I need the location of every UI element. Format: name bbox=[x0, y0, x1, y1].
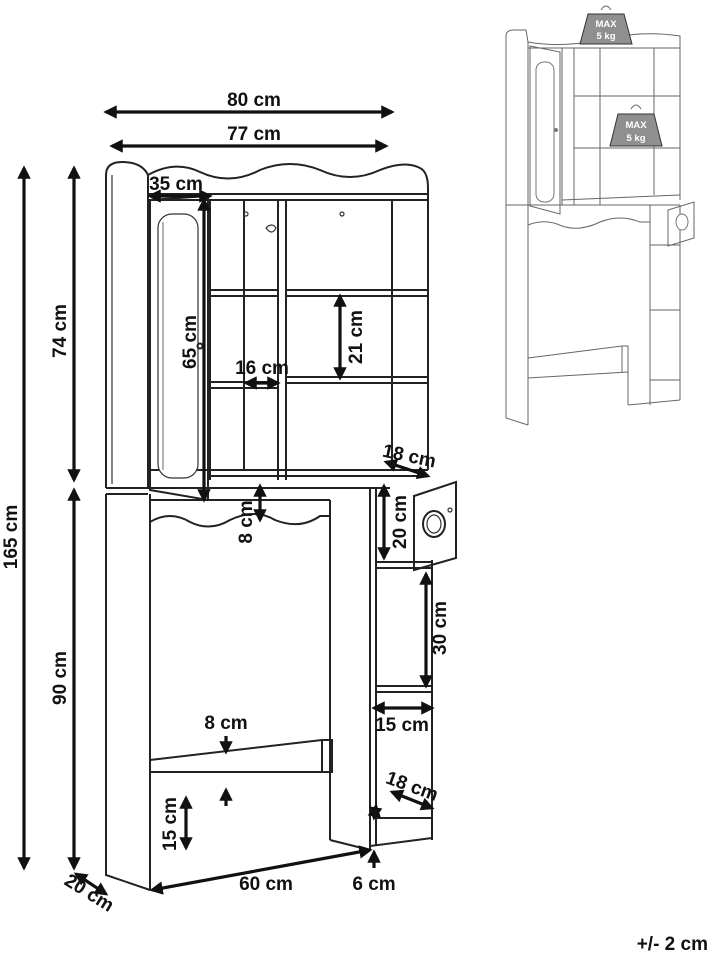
label-side-shelf-gap: 30 cm bbox=[430, 601, 451, 655]
thumbnail-view: MAX 5 kg MAX 5 kg bbox=[505, 5, 695, 426]
label-height-total: 165 cm bbox=[1, 505, 22, 569]
label-height-upper: 74 cm bbox=[50, 304, 71, 358]
label-depth-upper: 35 cm bbox=[149, 174, 203, 195]
label-shelf-gap: 21 cm bbox=[346, 310, 367, 364]
weight-label-mid-line1: MAX bbox=[625, 120, 647, 131]
label-depth-base: 20 cm bbox=[61, 870, 118, 916]
label-height-lower: 90 cm bbox=[50, 651, 71, 705]
weight-label-top-line2: 5 kg bbox=[596, 31, 615, 42]
label-side-depth-top: 18 cm bbox=[381, 441, 438, 473]
label-column-width: 16 cm bbox=[235, 358, 289, 379]
weight-icon: MAX 5 kg bbox=[579, 5, 633, 45]
label-width-top-outer: 80 cm bbox=[227, 90, 281, 111]
label-crossbar-height: 8 cm bbox=[204, 713, 247, 734]
weight-icon: MAX 5 kg bbox=[609, 104, 663, 147]
weight-label-top-line1: MAX bbox=[595, 19, 617, 30]
label-side-compartment-height: 20 cm bbox=[390, 495, 411, 549]
label-width-top-inner: 77 cm bbox=[227, 124, 281, 145]
weight-label-mid-line2: 5 kg bbox=[626, 133, 645, 144]
dimension-lines bbox=[17, 105, 435, 896]
label-leg-width: 6 cm bbox=[352, 874, 395, 895]
dimension-labels: 80 cm 77 cm 165 cm 74 cm 90 cm 35 cm 65 … bbox=[1, 90, 708, 955]
label-door-height: 65 cm bbox=[180, 315, 201, 369]
label-kick-height: 8 cm bbox=[236, 500, 257, 543]
label-side-width: 15 cm bbox=[375, 715, 429, 736]
tolerance-note: +/- 2 cm bbox=[637, 934, 708, 955]
label-crossbar-clearance: 15 cm bbox=[160, 797, 181, 851]
label-inner-width: 60 cm bbox=[239, 874, 293, 895]
